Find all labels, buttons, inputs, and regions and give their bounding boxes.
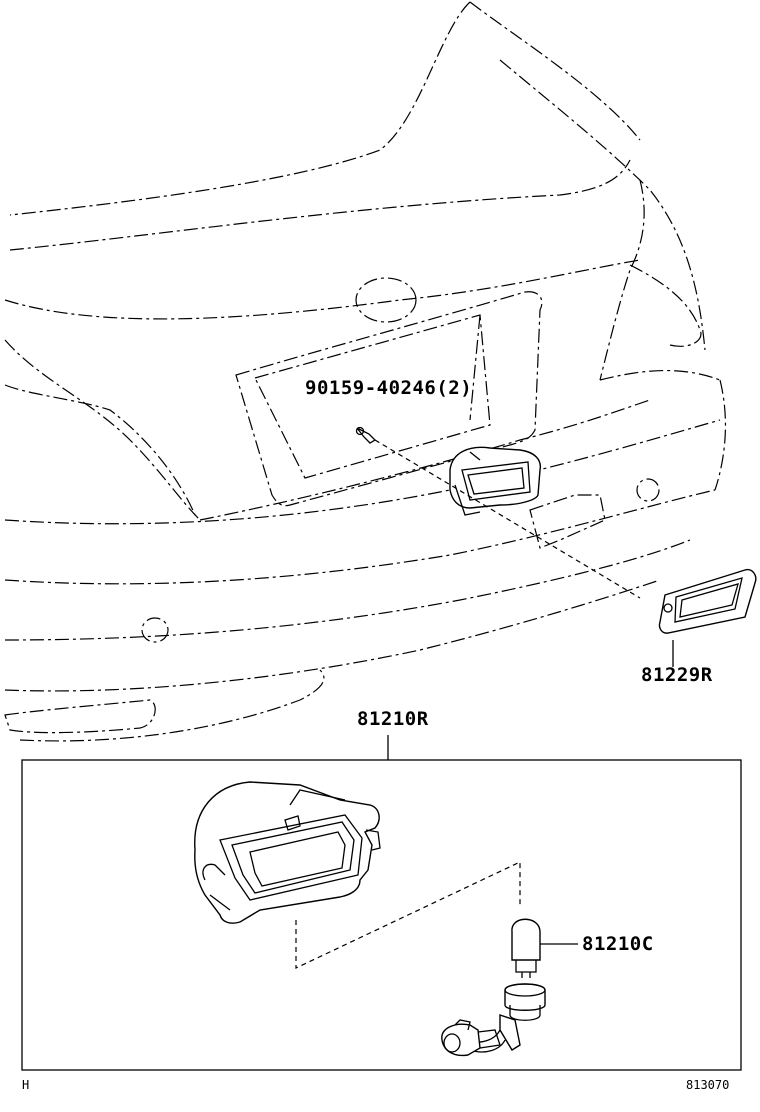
socket-wire-part [441, 983, 546, 1057]
part-number-gasket: 81229R [641, 664, 713, 686]
part-number-lamp-assembly: 81210R [357, 708, 429, 730]
license-lamp-assembly [194, 781, 381, 924]
bolt-part [355, 426, 377, 444]
bulb-part [511, 918, 541, 978]
part-number-bulb: 81210C [582, 933, 654, 955]
mounted-license-lamp [449, 446, 542, 516]
gasket-part [658, 568, 757, 634]
part-number-bolt: 90159-40246(2) [305, 377, 473, 399]
car-rear-body-outline [4, 1, 727, 742]
assembly-box [21, 759, 742, 1071]
footer-left-code: H [22, 1078, 30, 1092]
footer-diagram-number: 813070 [686, 1078, 730, 1092]
